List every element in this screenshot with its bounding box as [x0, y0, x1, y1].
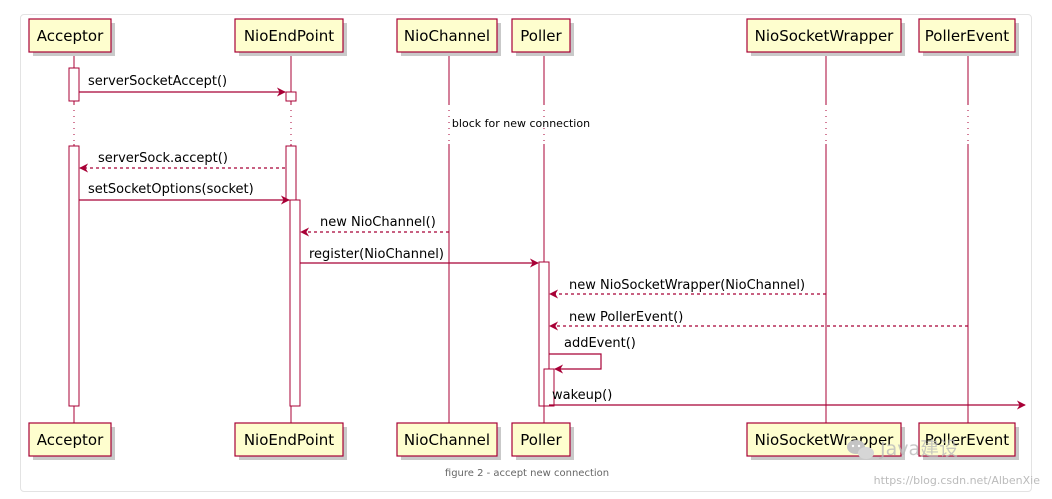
message-label-new-niosocketwrapper: new NioSocketWrapper(NioChannel): [569, 278, 805, 293]
participants-bottom: Acceptor NioEndPoint NioChannel Poller N…: [28, 422, 1019, 460]
watermark-url: https://blog.csdn.net/AlbenXie: [874, 474, 1041, 487]
participant-poller-bottom: Poller: [511, 422, 574, 460]
activations: [68, 67, 555, 407]
watermark: Java建设 https://blog.csdn.net/AlbenXie: [847, 438, 1040, 487]
divider-gap: [22, 104, 1030, 144]
participant-nioendpoint-bottom: NioEndPoint: [234, 422, 347, 460]
activation-nioendpoint-2: [285, 145, 297, 201]
participant-poller-top: Poller: [511, 18, 574, 56]
activation-nioendpoint-3: [289, 199, 301, 407]
message-label-wakeup: wakeup(): [552, 388, 612, 403]
message-label-serversock-accept: serverSock.accept(): [98, 151, 228, 166]
watermark-brand: Java建设: [879, 438, 958, 460]
participant-niochannel-top: NioChannel: [396, 18, 501, 56]
participant-nioendpoint-top: NioEndPoint: [234, 18, 347, 56]
wechat-icon: [847, 440, 874, 459]
participant-label: NioChannel: [404, 431, 490, 449]
participant-label: NioEndPoint: [244, 27, 334, 45]
figure-caption: figure 2 - accept new connection: [445, 468, 609, 479]
participant-label: Poller: [520, 27, 562, 45]
activation-nioendpoint-1: [285, 91, 297, 102]
participant-niosocketwrapper-top: NioSocketWrapper: [746, 18, 905, 56]
participant-label: Acceptor: [37, 431, 104, 449]
participant-label: PollerEvent: [925, 27, 1010, 45]
participants-top: Acceptor NioEndPoint NioChannel Poller N…: [28, 18, 1019, 56]
divider-dots: [73, 104, 969, 144]
activation-acceptor-1: [68, 67, 80, 102]
message-arrow-addevent: [549, 353, 602, 374]
participant-acceptor-bottom: Acceptor: [28, 422, 115, 460]
divider: block for new connection: [22, 104, 1030, 144]
participant-acceptor-top: Acceptor: [28, 18, 115, 56]
participant-label: Poller: [520, 431, 562, 449]
participant-label: PollerEvent: [925, 431, 1010, 449]
participant-pollerevent-top: PollerEvent: [918, 18, 1019, 56]
messages: serverSocketAccept() serverSock.accept()…: [79, 74, 1026, 410]
participant-niosocketwrapper-bottom: NioSocketWrapper: [746, 422, 905, 460]
message-label-new-niochannel: new NioChannel(): [320, 215, 436, 230]
message-label-setsocketoptions: setSocketOptions(socket): [88, 182, 254, 197]
participant-label: Acceptor: [37, 27, 104, 45]
message-label-serversocketaccept: serverSocketAccept(): [88, 74, 227, 89]
activation-poller-2: [543, 368, 555, 407]
participant-label: NioChannel: [404, 27, 490, 45]
participant-label: NioEndPoint: [244, 431, 334, 449]
divider-label: block for new connection: [452, 117, 590, 130]
participant-niochannel-bottom: NioChannel: [396, 422, 501, 460]
diagram-frame: [20, 14, 1032, 492]
activation-acceptor-2: [68, 145, 80, 407]
message-label-new-pollerevent: new PollerEvent(): [569, 310, 683, 325]
participant-pollerevent-bottom: PollerEvent: [918, 422, 1019, 460]
message-label-register: register(NioChannel): [309, 247, 444, 262]
participant-label: NioSocketWrapper: [755, 431, 895, 449]
participant-label: NioSocketWrapper: [755, 27, 895, 45]
message-label-addevent: addEvent(): [564, 336, 636, 351]
